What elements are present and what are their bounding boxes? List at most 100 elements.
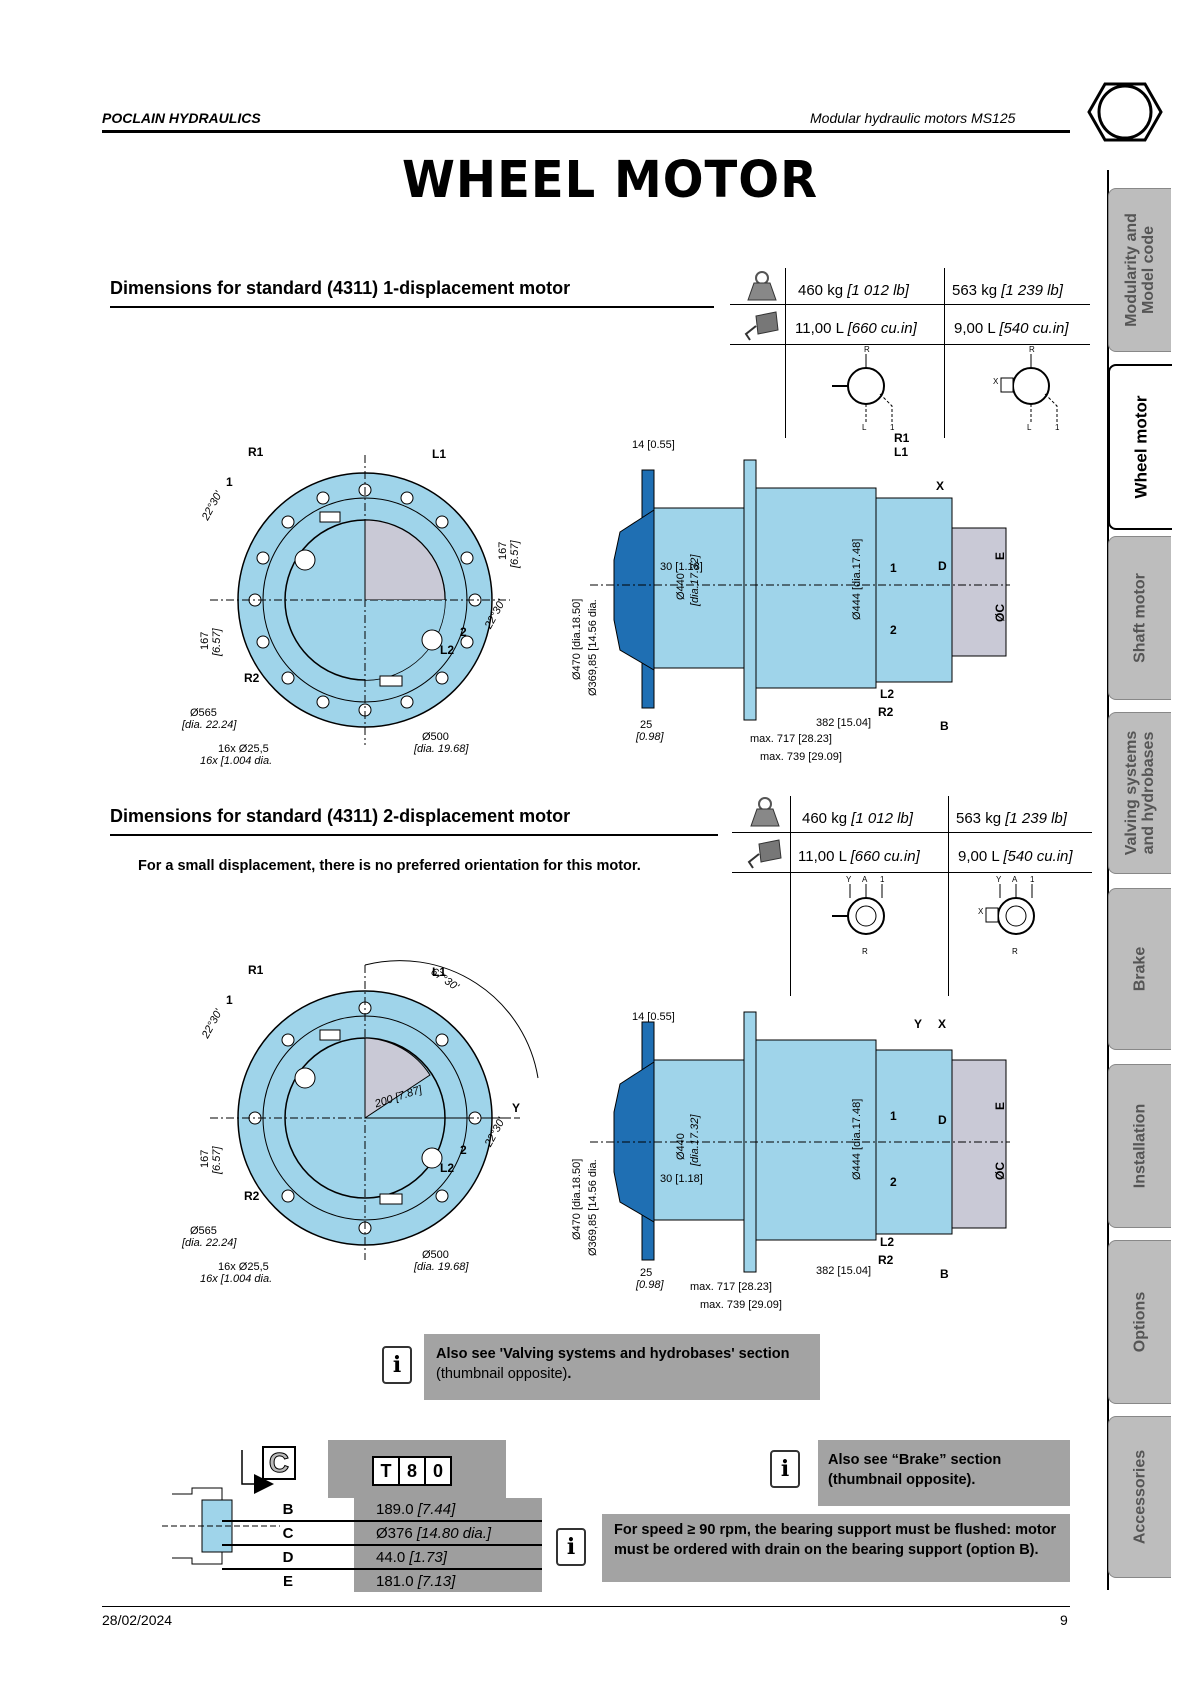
code-cell-t: T bbox=[372, 1456, 400, 1486]
section1-rule bbox=[110, 306, 714, 308]
oil2-imperial-a: [660 cu.in] bbox=[850, 848, 920, 865]
port-1-3: 1 bbox=[880, 875, 885, 884]
front-view-drawing-2: 67°30' 200 [7.87] Y R1 L1 1 2 L2 R2 22°3… bbox=[181, 960, 539, 1285]
footer-page-number: 9 bbox=[1060, 1612, 1068, 1628]
port-1: 1 bbox=[890, 423, 895, 432]
info-valving-bold: Also see 'Valving systems and hydrobases… bbox=[436, 1346, 790, 1362]
oil-imperial-a: [660 cu.in] bbox=[847, 320, 917, 337]
side-label-oc: ØC bbox=[993, 604, 1007, 622]
weight2-value-b: 563 kg bbox=[956, 810, 1002, 827]
dim-369: Ø369,85 [14.56 dia. bbox=[587, 599, 599, 696]
port-r-2: R bbox=[1029, 345, 1035, 354]
code-cell-0: 0 bbox=[426, 1456, 452, 1486]
tab-modularity[interactable]: Modularity and Model code bbox=[1108, 188, 1171, 352]
oil-value-a: 11,00 L bbox=[795, 320, 844, 337]
section2-title: Dimensions for standard (4311) 2-displac… bbox=[110, 806, 571, 826]
label-2: 2 bbox=[460, 625, 467, 639]
tab-shaft-motor[interactable]: Shaft motor bbox=[1108, 536, 1171, 700]
tab-wheel-motor[interactable]: Wheel motor bbox=[1108, 364, 1172, 530]
dim-30: 30 [1.18] bbox=[660, 561, 703, 573]
side2-label-b: B bbox=[940, 1267, 949, 1281]
port-l-2: L bbox=[1027, 423, 1032, 432]
dim2-25: 25 bbox=[640, 1267, 652, 1279]
dim2-470: Ø470 [dia.18.50] bbox=[571, 1159, 583, 1240]
logo-icon bbox=[1087, 82, 1163, 142]
side-label-x: X bbox=[936, 479, 944, 493]
oil-can-icon-2 bbox=[747, 839, 782, 869]
dim2-369: Ø369,85 [14.56 dia. bbox=[587, 1159, 599, 1256]
info-icon-valving: i bbox=[382, 1346, 412, 1384]
side-view-drawing-1: 14 [0.55] 30 [1.18] 25 [0.98] 382 [15.04… bbox=[571, 431, 1010, 763]
side2-label-d: D bbox=[938, 1113, 947, 1127]
port-x-2: X bbox=[978, 907, 984, 916]
side2-label-2: 2 bbox=[890, 1175, 897, 1189]
dim-167-b-imp: [6.57] bbox=[509, 540, 521, 569]
side2-label-e: E bbox=[993, 1102, 1007, 1110]
port-y: Y bbox=[846, 875, 852, 884]
document-title: Modular hydraulic motors MS125 bbox=[810, 110, 1016, 126]
label-l2: L2 bbox=[440, 643, 454, 657]
dim2-500: Ø500 bbox=[422, 1249, 449, 1261]
side-label-l1: L1 bbox=[894, 445, 908, 459]
info-valving-box: Also see 'Valving systems and hydrobases… bbox=[424, 1334, 820, 1400]
hydraulic-symbol-1: R L 1 bbox=[832, 345, 895, 432]
side2-label-oc: ØC bbox=[993, 1162, 1007, 1180]
dim-25-imp: [0.98] bbox=[635, 731, 664, 743]
label2-l1: L1 bbox=[432, 965, 446, 979]
side-label-2: 2 bbox=[890, 623, 897, 637]
tab-installation[interactable]: Installation bbox=[1108, 1064, 1171, 1228]
side-label-r1: R1 bbox=[894, 431, 910, 445]
hydraulic-symbol-2: R X L 1 bbox=[993, 345, 1060, 432]
hydraulic-symbol-3: Y A 1 R bbox=[832, 875, 885, 956]
dim-holes-imp: 16x [1.004 dia. bbox=[200, 755, 272, 767]
dim-14: 14 [0.55] bbox=[632, 439, 675, 451]
dim2-167-imp: [6.57] bbox=[211, 1146, 223, 1175]
port-r-4: R bbox=[1012, 947, 1018, 956]
angle-label: 22°30' bbox=[199, 489, 225, 524]
dim2-565: Ø565 bbox=[190, 1225, 217, 1237]
tab-accessories[interactable]: Accessories bbox=[1108, 1416, 1171, 1578]
dim2-500-imp: [dia. 19.68] bbox=[413, 1261, 469, 1273]
section2-rule bbox=[110, 834, 718, 836]
side2-label-y: Y bbox=[914, 1017, 922, 1031]
oil2-imperial-b: [540 cu.in] bbox=[1003, 848, 1073, 865]
tab-options[interactable]: Options bbox=[1108, 1240, 1171, 1404]
weight2-imperial-a: [1 012 lb] bbox=[851, 810, 913, 827]
side2-label-l2: L2 bbox=[880, 1235, 894, 1249]
tab-brake[interactable]: Brake bbox=[1108, 888, 1171, 1050]
side-label-b: B bbox=[940, 719, 949, 733]
label-r2: R2 bbox=[244, 671, 260, 685]
side-label-r2: R2 bbox=[878, 705, 894, 719]
label2-l2: L2 bbox=[440, 1161, 454, 1175]
dim-717: max. 717 [28.23] bbox=[750, 733, 832, 745]
side-label-d: D bbox=[938, 559, 947, 573]
label-1: 1 bbox=[226, 475, 233, 489]
dim2-25-imp: [0.98] bbox=[635, 1279, 664, 1291]
info-speed-box: For speed ≥ 90 rpm, the bearing support … bbox=[602, 1514, 1070, 1582]
brand-name: POCLAIN HYDRAULICS bbox=[102, 110, 261, 126]
side-label-1: 1 bbox=[890, 561, 897, 575]
side-label-e: E bbox=[993, 552, 1007, 560]
dim2-440: Ø440 bbox=[675, 1133, 687, 1160]
port-y-2: Y bbox=[996, 875, 1002, 884]
dim2-739: max. 739 [29.09] bbox=[700, 1299, 782, 1311]
angle2-label: 22°30' bbox=[199, 1007, 225, 1042]
port-a-2: A bbox=[1012, 875, 1018, 884]
port-1-4: 1 bbox=[1030, 875, 1035, 884]
tab-valving[interactable]: Valving systems and hydrobases bbox=[1108, 712, 1171, 874]
weight2-imperial-b: [1 239 lb] bbox=[1005, 810, 1067, 827]
oil2-value-a: 11,00 L bbox=[798, 848, 847, 865]
dim2-30: 30 [1.18] bbox=[660, 1173, 703, 1185]
oil-can-icon bbox=[744, 311, 779, 341]
dim-440-imp: [dia.17.32] bbox=[689, 554, 701, 607]
weight-icon bbox=[747, 271, 777, 301]
dim-382: 382 [15.04] bbox=[816, 717, 871, 729]
weight-icon-2 bbox=[750, 797, 780, 827]
port-l: L bbox=[862, 423, 867, 432]
dim-565: Ø565 bbox=[190, 707, 217, 719]
side2-label-1: 1 bbox=[890, 1109, 897, 1123]
dim-25: 25 bbox=[640, 719, 652, 731]
label2-2: 2 bbox=[460, 1143, 467, 1157]
